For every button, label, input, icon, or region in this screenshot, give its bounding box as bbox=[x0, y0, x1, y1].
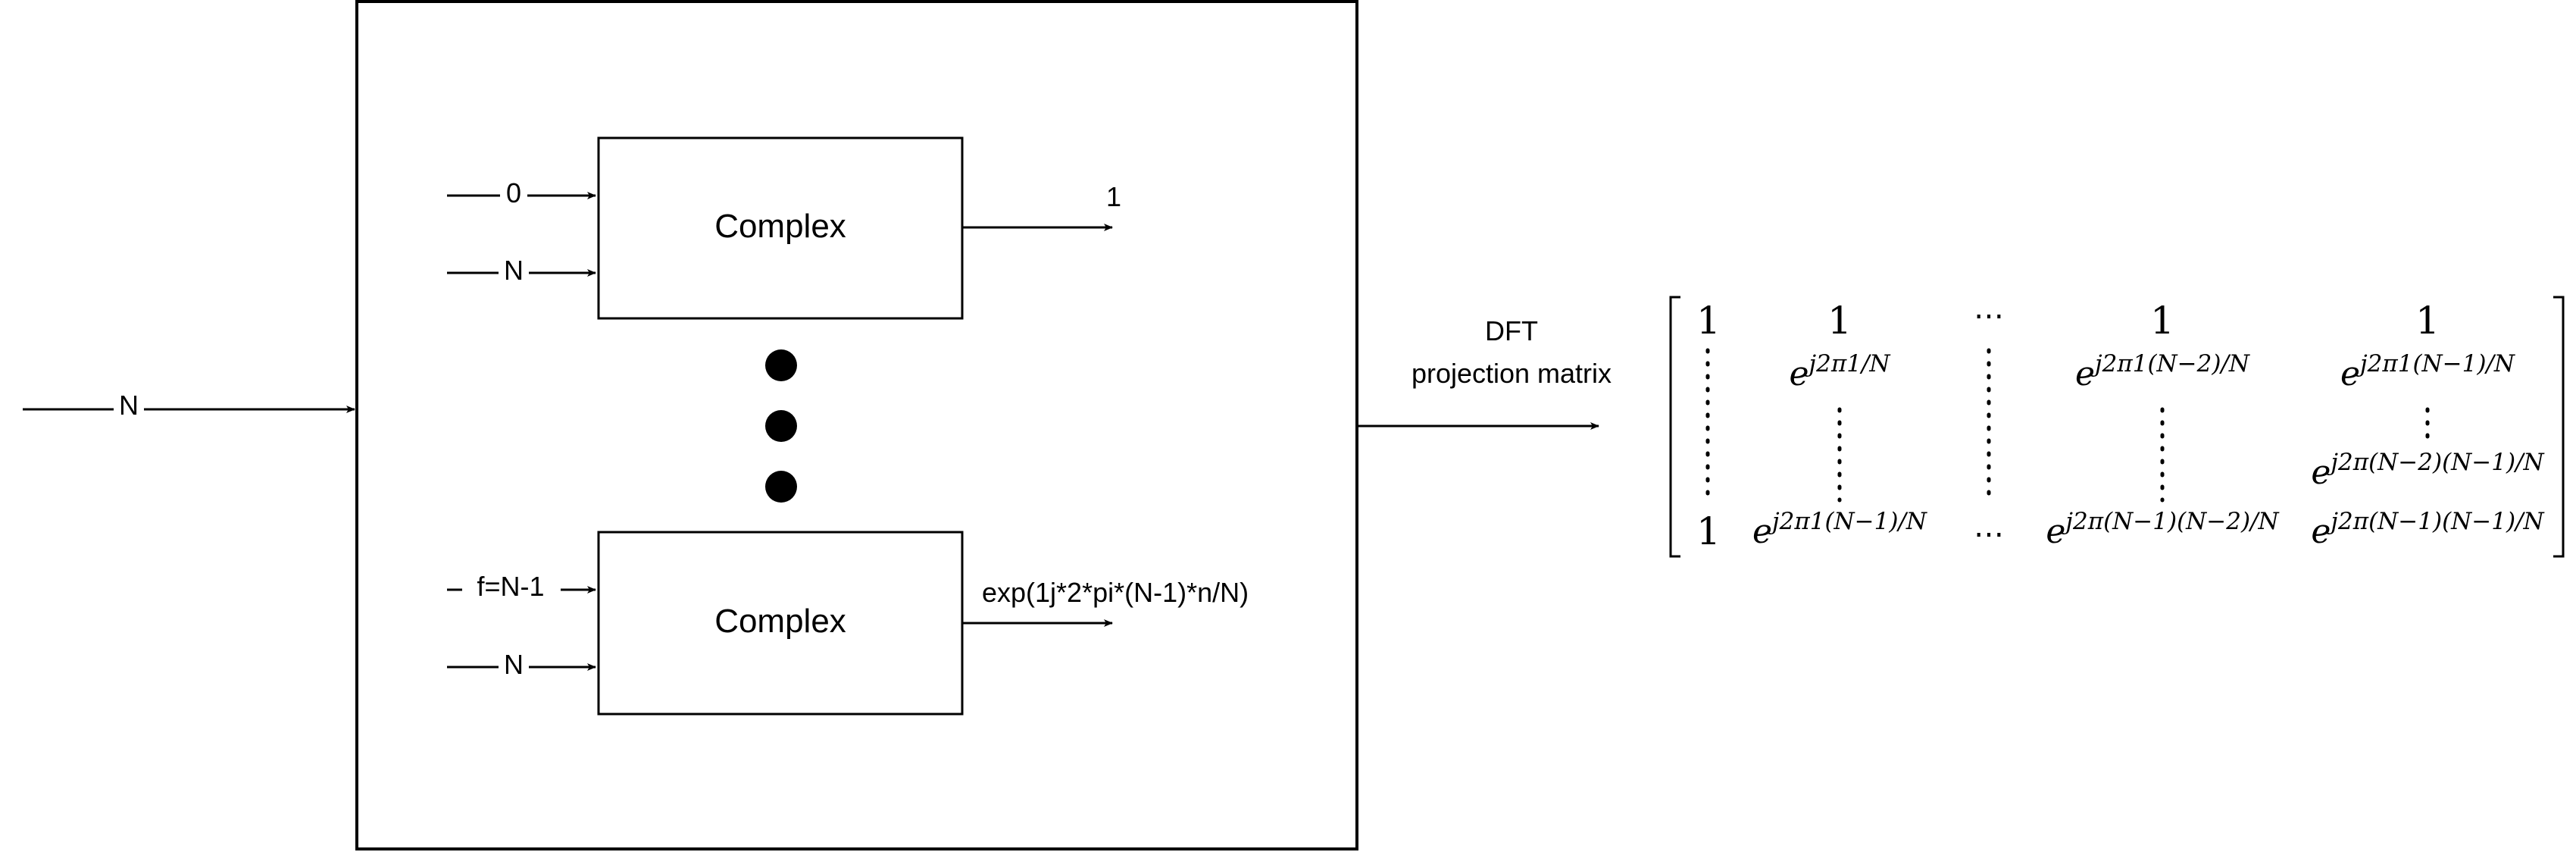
complex-block-bottom bbox=[597, 531, 964, 716]
matrix-r4-c2: ej2π1(N−1)/N bbox=[1752, 508, 1928, 551]
matrix-r4-c3: ⋯ bbox=[1974, 517, 2004, 552]
top-input-a-label: 0 bbox=[506, 177, 521, 208]
complex-block-bottom-title: Complex bbox=[714, 603, 846, 640]
matrix-r2-c4: ej2π1(N−2)/N bbox=[2075, 350, 2251, 393]
matrix-right-bracket bbox=[2553, 296, 2565, 558]
complex-block-top bbox=[597, 136, 964, 320]
complex-block-top-title: Complex bbox=[714, 208, 846, 245]
matrix-r1-c5: 1 bbox=[2415, 299, 2440, 343]
output-label-line1: DFT bbox=[1485, 315, 1538, 346]
matrix-r3-c5: ej2π(N−2)(N−1)/N bbox=[2311, 449, 2545, 492]
bottom-input-a-label: f=N-1 bbox=[477, 571, 544, 602]
matrix-left-bracket bbox=[1669, 296, 1680, 558]
top-input-b-label: N bbox=[504, 255, 524, 286]
matrix-r1-c3: ⋯ bbox=[1974, 299, 2004, 334]
matrix-r4-c1: 1 bbox=[1696, 509, 1721, 553]
matrix-r4-c5: ej2π(N−1)(N−1)/N bbox=[2311, 508, 2545, 551]
matrix-r2-c5: ej2π1(N−1)/N bbox=[2340, 350, 2516, 393]
bottom-output-label: exp(1j*2*pi*(N-1)*n/N) bbox=[982, 577, 1249, 608]
outer-container bbox=[355, 0, 1358, 850]
top-output-label: 1 bbox=[1106, 181, 1121, 212]
ellipsis-dot-2 bbox=[765, 410, 797, 442]
matrix-r1-c1: 1 bbox=[1696, 299, 1721, 343]
ellipsis-dot-3 bbox=[765, 471, 797, 503]
bottom-input-b-label: N bbox=[504, 649, 524, 680]
matrix-r2-c2: ej2π1/N bbox=[1789, 350, 1891, 393]
ellipsis-dot-1 bbox=[765, 349, 797, 381]
dft-matrix: 1 1 ⋯ 1 1 ej2π1/N ej2π1(N−2)/N ej2π1(N−1… bbox=[1669, 296, 2565, 558]
matrix-r1-c2: 1 bbox=[1827, 299, 1852, 343]
output-label-line2: projection matrix bbox=[1411, 358, 1612, 389]
input-label: N bbox=[119, 390, 139, 421]
matrix-r4-c4: ej2π(N−1)(N−2)/N bbox=[2046, 508, 2280, 551]
matrix-r1-c4: 1 bbox=[2150, 299, 2174, 343]
